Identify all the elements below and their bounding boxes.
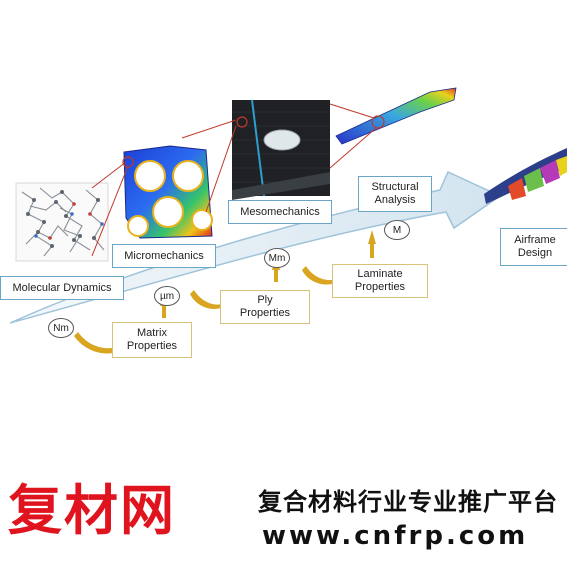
- box-matrix-properties: Matrix Properties: [112, 322, 192, 358]
- airframe-image: [484, 148, 567, 204]
- brand-logo: 复材网: [8, 479, 176, 542]
- label-mesomechanics: Mesomechanics: [228, 200, 332, 224]
- zoom-connectors: [91, 103, 377, 257]
- unit-um: µm: [154, 286, 180, 306]
- label-airframe-design: Airframe Design: [500, 228, 567, 266]
- structural-beam-image: [335, 87, 457, 145]
- watermark-banner: [0, 473, 567, 567]
- label-structural-analysis: Structural Analysis: [358, 176, 432, 212]
- brand-slogan: 复合材料行业专业推广平台: [258, 488, 558, 516]
- micromechanics-image: [122, 145, 213, 239]
- molecular-dynamics-image: [15, 182, 109, 262]
- box-laminate-properties: Laminate Properties: [332, 264, 428, 298]
- brand-url: www.cnfrp.com: [262, 521, 529, 551]
- label-micromechanics: Micromechanics: [112, 244, 216, 268]
- label-molecular-dynamics: Molecular Dynamics: [0, 276, 124, 300]
- unit-mm: Mm: [264, 248, 290, 268]
- box-ply-properties: Ply Properties: [220, 290, 310, 324]
- unit-nm: Nm: [48, 318, 74, 338]
- unit-m: M: [384, 220, 410, 240]
- mesomechanics-image: [232, 99, 330, 200]
